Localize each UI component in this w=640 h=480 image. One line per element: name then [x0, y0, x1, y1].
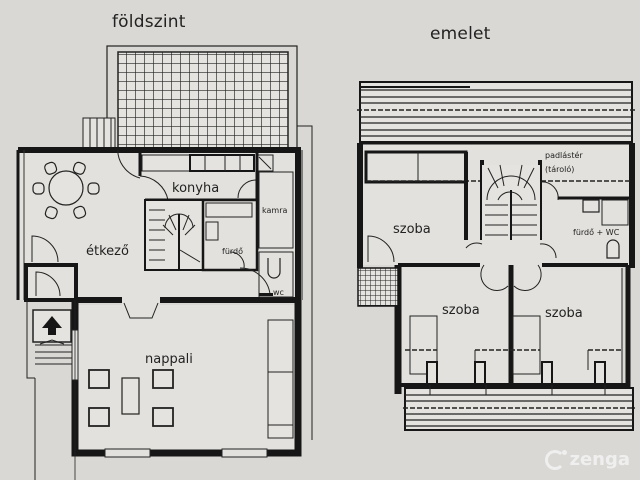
ground-floor-title: földszint — [112, 12, 186, 32]
room-label-living: nappali — [145, 352, 193, 367]
upper-floor-plan — [357, 81, 635, 431]
room-label-dining: étkező — [86, 244, 129, 259]
watermark-brand: zenga — [569, 449, 630, 470]
room-label-room-left: szoba — [393, 222, 431, 237]
room-label-bathroom: fürdő — [222, 247, 244, 256]
zenga-logo-icon — [545, 449, 568, 470]
ground-floor-plan — [16, 45, 313, 480]
room-label-kitchen: konyha — [172, 181, 220, 196]
room-label-wc: wc — [273, 288, 284, 297]
room-label-attic-storage: (tároló) — [545, 165, 575, 174]
room-label-pantry: kamra — [262, 206, 288, 215]
room-label-attic: padlástér — [545, 151, 583, 160]
upper-floor-title: emelet — [430, 24, 491, 44]
room-label-room-bottom-right: szoba — [545, 306, 583, 321]
watermark: zenga — [545, 449, 630, 470]
room-label-room-bottom-left: szoba — [442, 303, 480, 318]
room-label-bath-wc: fürdő + WC — [573, 228, 620, 237]
